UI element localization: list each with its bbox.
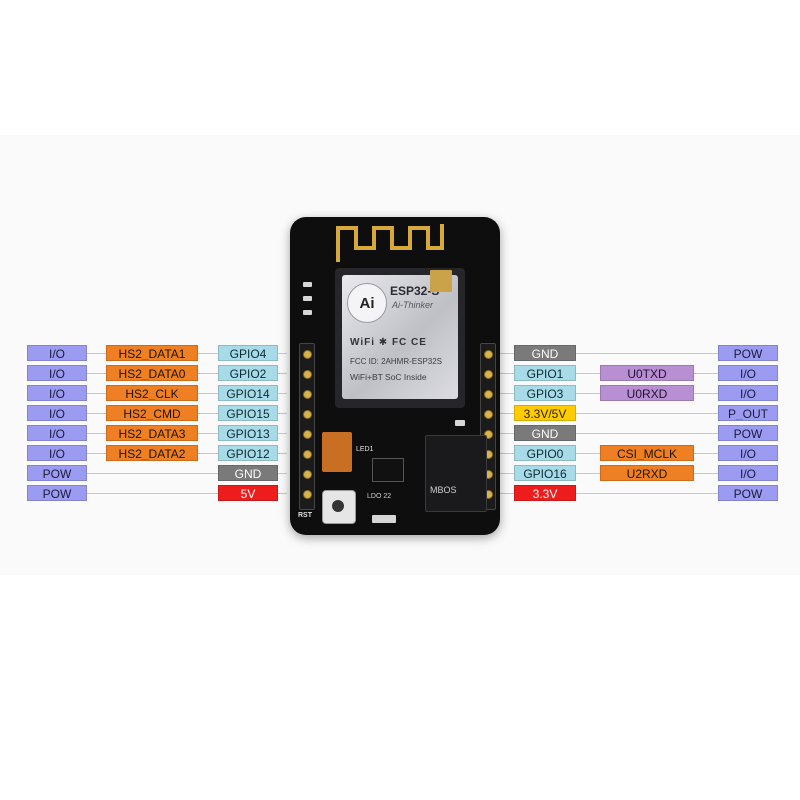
right-type-label: I/O	[718, 385, 778, 401]
left-type-label: POW	[27, 465, 87, 481]
regulator-chip	[372, 458, 404, 482]
left-function-label: HS2_DATA3	[106, 425, 198, 441]
right-pin-label: 3.3V/5V	[514, 405, 576, 421]
left-type-label: I/O	[27, 405, 87, 421]
right-pin-label: GPIO1	[514, 365, 576, 381]
connector-marking: MBOS	[430, 485, 457, 495]
reset-button[interactable]	[322, 490, 356, 524]
header-pin	[484, 410, 493, 419]
right-type-label: POW	[718, 485, 778, 501]
header-pin	[303, 410, 312, 419]
led-label: LED1	[356, 446, 374, 453]
header-pin	[303, 370, 312, 379]
right-type-label: I/O	[718, 365, 778, 381]
smd-component	[303, 310, 312, 315]
left-type-label: I/O	[27, 445, 87, 461]
connector-line	[500, 353, 718, 354]
left-pin-label: GPIO15	[218, 405, 278, 421]
certification-badges: WiFi ✱ FC CE	[350, 337, 427, 348]
header-pin	[303, 390, 312, 399]
right-pin-label: 3.3V	[514, 485, 576, 501]
right-type-label: P_OUT	[718, 405, 778, 421]
fcc-id: FCC ID: 2AHMR-ESP32S	[350, 357, 443, 366]
header-pin	[303, 490, 312, 499]
right-type-label: I/O	[718, 465, 778, 481]
left-function-label: HS2_CLK	[106, 385, 198, 401]
header-pin	[303, 470, 312, 479]
header-pin	[303, 430, 312, 439]
left-type-label: I/O	[27, 425, 87, 441]
header-pin	[484, 350, 493, 359]
right-type-label: POW	[718, 345, 778, 361]
module-brand: Ai-Thinker	[392, 300, 434, 310]
right-pin-label: GPIO0	[514, 445, 576, 461]
left-pin-label: GND	[218, 465, 278, 481]
right-function-label: U0RXD	[600, 385, 694, 401]
ai-logo: Ai	[347, 283, 387, 323]
smd-component	[372, 515, 396, 523]
right-function-label: CSI_MCLK	[600, 445, 694, 461]
smd-component	[303, 296, 312, 301]
reset-label: RST	[298, 512, 312, 519]
header-pin	[484, 430, 493, 439]
connector-line	[87, 473, 287, 474]
left-pin-label: GPIO2	[218, 365, 278, 381]
left-pin-label: GPIO13	[218, 425, 278, 441]
header-pin	[303, 350, 312, 359]
left-type-label: I/O	[27, 385, 87, 401]
right-pin-label: GPIO16	[514, 465, 576, 481]
left-pin-header	[299, 343, 315, 510]
left-pin-label: 5V	[218, 485, 278, 501]
smd-component	[303, 282, 312, 287]
left-pin-label: GPIO4	[218, 345, 278, 361]
camera-connector	[425, 435, 487, 512]
left-function-label: HS2_CMD	[106, 405, 198, 421]
header-pin	[484, 390, 493, 399]
smd-component	[455, 420, 465, 426]
left-type-label: I/O	[27, 365, 87, 381]
right-type-label: POW	[718, 425, 778, 441]
sd-card-slot	[322, 432, 352, 472]
left-type-label: POW	[27, 485, 87, 501]
left-type-label: I/O	[27, 345, 87, 361]
right-function-label: U0TXD	[600, 365, 694, 381]
antenna-connector-icon	[430, 270, 452, 292]
right-pin-label: GPIO3	[514, 385, 576, 401]
left-function-label: HS2_DATA1	[106, 345, 198, 361]
pcb-antenna-icon	[336, 224, 444, 262]
left-function-label: HS2_DATA2	[106, 445, 198, 461]
connector-line	[500, 493, 718, 494]
right-pin-label: GND	[514, 345, 576, 361]
right-type-label: I/O	[718, 445, 778, 461]
connector-line	[500, 413, 718, 414]
chip-marking: LDO 22	[367, 493, 392, 500]
header-pin	[303, 450, 312, 459]
right-function-label: U2RXD	[600, 465, 694, 481]
left-function-label: HS2_DATA0	[106, 365, 198, 381]
wifi-bt-text: WiFi+BT SoC Inside	[350, 372, 427, 382]
right-pin-label: GND	[514, 425, 576, 441]
connector-line	[87, 493, 287, 494]
module-model: ESP32-S	[390, 284, 440, 298]
header-pin	[484, 370, 493, 379]
connector-line	[500, 433, 718, 434]
left-pin-label: GPIO12	[218, 445, 278, 461]
left-pin-label: GPIO14	[218, 385, 278, 401]
